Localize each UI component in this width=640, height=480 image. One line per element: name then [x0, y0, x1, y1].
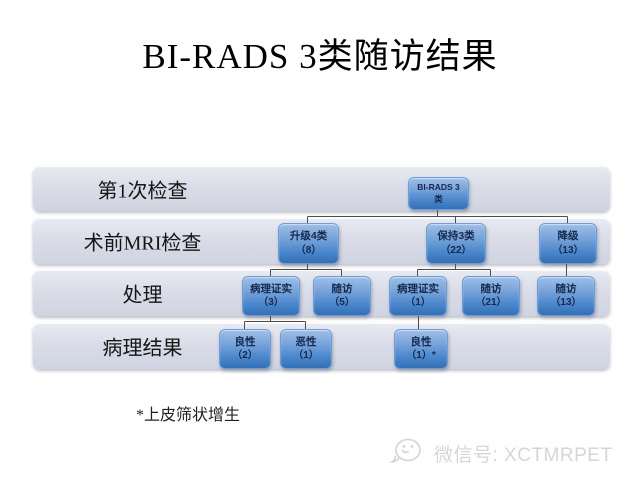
- node-followup-5: 随访 （5）: [313, 276, 371, 316]
- lane-label: 第1次检查: [97, 180, 188, 202]
- node-title: 病理证实: [250, 282, 292, 295]
- node-followup-13: 随访 （13）: [537, 276, 595, 316]
- lane-label: 病理结果: [102, 337, 183, 360]
- node-count: （1）: [293, 350, 319, 362]
- node-title: 随访: [480, 282, 502, 295]
- node-pathology-confirmed-3: 病理证实 （3）: [242, 276, 300, 316]
- node-title: 随访: [555, 282, 577, 295]
- node-bi-rads-3: BI-RADS 3 类: [408, 177, 469, 210]
- footnote: *上皮筛状增生: [136, 407, 241, 424]
- node-benign-2: 良性 （2）: [219, 329, 271, 369]
- watermark: 微信号: XCTMRPET: [389, 437, 613, 469]
- node-title: BI-RADS 3: [417, 182, 460, 193]
- node-count: （1）: [405, 297, 431, 309]
- node-followup-21: 随访 （21）: [462, 276, 520, 316]
- connector-root-to-row2: [307, 208, 568, 223]
- node-count: （21）: [475, 297, 507, 309]
- page-title: BI-RADS 3类随访结果: [142, 37, 498, 76]
- node-malignant-1: 恶性 （1）: [280, 329, 332, 369]
- node-title: 病理证实: [397, 282, 439, 295]
- node-pathology-confirmed-1: 病理证实 （1）: [389, 276, 447, 316]
- node-upgrade-category4: 升级4类 （8）: [278, 223, 339, 264]
- connector-upgrade-to-children: [270, 262, 342, 276]
- node-title-line2: 类: [434, 193, 443, 204]
- lane-first-exam: 第1次检查: [33, 166, 610, 211]
- connector-pathproof-to-results: [244, 314, 306, 329]
- node-keep-category3: 保持3类 （22）: [426, 223, 486, 264]
- lane-label: 术前MRI检查: [83, 232, 202, 255]
- node-count: （1）*: [406, 350, 436, 362]
- node-title: 升级4类: [289, 230, 328, 243]
- node-count: （5）: [329, 297, 355, 309]
- node-count: （13）: [552, 244, 584, 256]
- node-count: （8）: [295, 244, 322, 256]
- node-title: 良性: [234, 335, 256, 348]
- connector-keep-to-children: [417, 262, 491, 276]
- node-count: （22）: [440, 244, 472, 256]
- watermark-text: 微信号: XCTMRPET: [434, 444, 613, 466]
- node-title: 随访: [331, 282, 353, 295]
- node-count: （13）: [550, 297, 582, 309]
- node-downgrade: 降级 （13）: [539, 223, 597, 264]
- node-benign-1-starred: 良性 （1）*: [394, 329, 448, 369]
- wechat-smiley-icon: [389, 438, 421, 463]
- node-title: 恶性: [295, 335, 317, 348]
- node-title: 良性: [410, 335, 432, 348]
- node-title: 降级: [557, 230, 579, 243]
- node-count: （2）: [232, 350, 258, 362]
- node-count: （3）: [258, 297, 284, 309]
- lane-label: 处理: [122, 284, 163, 307]
- node-title: 保持3类: [437, 230, 475, 243]
